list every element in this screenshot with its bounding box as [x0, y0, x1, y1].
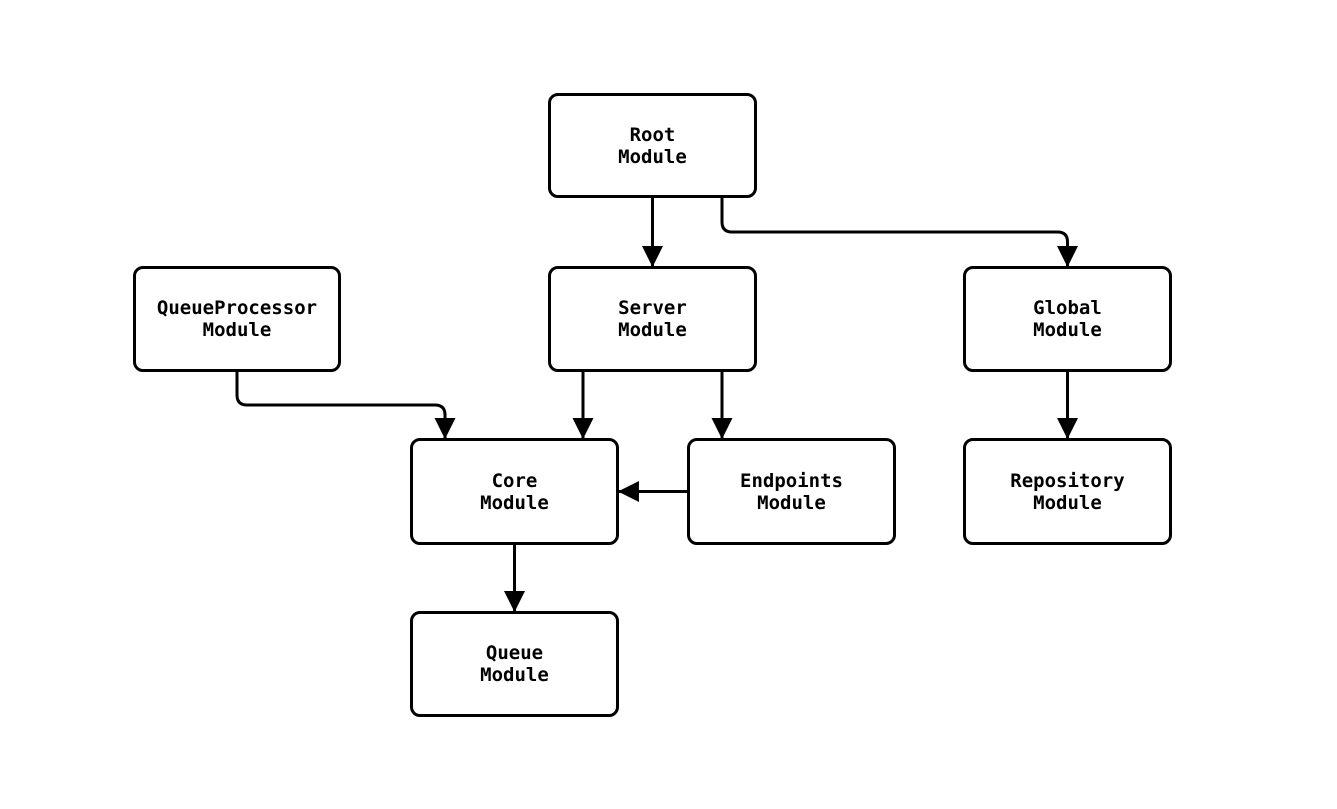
edge-queueprocessor-to-core — [235, 372, 456, 440]
node-label-line2: Module — [618, 145, 687, 168]
node-label-line2: Module — [1033, 319, 1102, 341]
edge-root-to-global — [720, 198, 1078, 268]
node-label-line1: Core — [491, 469, 538, 492]
node-label-line2: Module — [480, 664, 549, 686]
node-label-line1: Root — [629, 123, 676, 146]
node-label-line1: Server — [618, 297, 687, 319]
node-label-line2: Module — [480, 491, 549, 514]
node-label-line1: QueueProcessor — [156, 297, 318, 319]
node-label-line2: Module — [618, 319, 687, 341]
node-label-line1: Endpoints — [740, 469, 843, 492]
node-label-line2: Module — [757, 491, 826, 514]
node-label-line2: Module — [202, 319, 272, 341]
node-label-line2: Module — [1033, 491, 1102, 514]
node-label-line1: Global — [1033, 297, 1102, 319]
node-label-line1: Repository — [1010, 469, 1125, 492]
node-label-line1: Queue — [485, 642, 544, 664]
